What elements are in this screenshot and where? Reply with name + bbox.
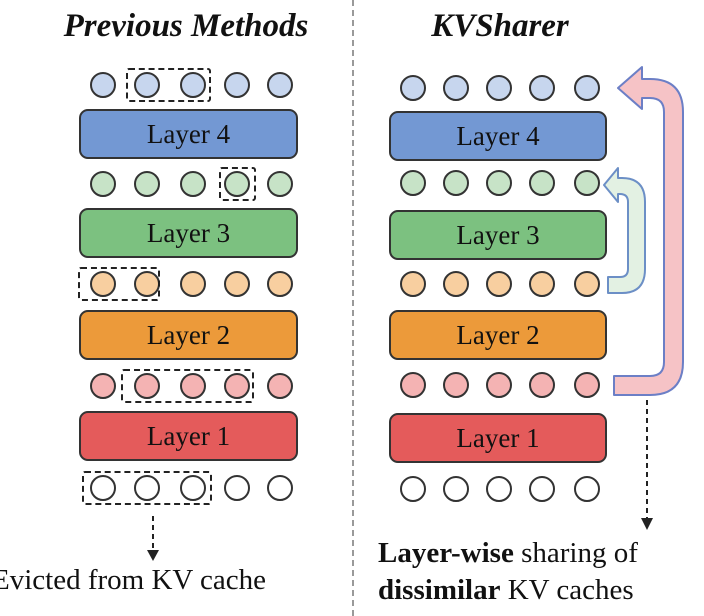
left-layer-3: Layer 3: [79, 208, 298, 258]
right-caption-rest-2: KV caches: [500, 574, 634, 606]
left-layer-2: Layer 2: [79, 310, 298, 360]
left-kv-3-2: [134, 171, 160, 197]
left-kv-1-5: [267, 373, 293, 399]
right-kv-2-2: [443, 271, 469, 297]
left-kv-4-2: [134, 72, 160, 98]
right-kv-2-3: [486, 271, 512, 297]
right-kv-0-3: [486, 476, 512, 502]
left-layer-4: Layer 4: [79, 109, 298, 159]
evicted-box-layer-3: [219, 167, 256, 201]
right-kv-2-5: [574, 271, 600, 297]
right-layer-1: Layer 1: [389, 413, 607, 463]
left-kv-3-3: [180, 171, 206, 197]
left-caption: Evicted from KV cache: [0, 564, 267, 596]
left-kv-3-5: [267, 171, 293, 197]
left-kv-2-4: [224, 271, 250, 297]
right-kv-0-5: [574, 476, 600, 502]
share-arrow-inner: [603, 167, 646, 294]
right-caption-bold-1: Layer-wise: [378, 537, 514, 569]
left-kv-0-4: [224, 475, 250, 501]
left-kv-2-3: [180, 271, 206, 297]
left-kv-0-3: [180, 475, 206, 501]
left-kv-2-5: [267, 271, 293, 297]
right-kv-3-3: [486, 170, 512, 196]
right-kv-3-2: [443, 170, 469, 196]
right-kv-4-3: [486, 75, 512, 101]
right-kv-2-4: [529, 271, 555, 297]
right-kv-1-1: [400, 372, 426, 398]
share-arrow-outer: [613, 66, 684, 396]
kvsharer-title: KVSharer: [431, 8, 569, 44]
right-kv-2-1: [400, 271, 426, 297]
right-layer-4: Layer 4: [389, 111, 607, 161]
left-kv-4-1: [90, 72, 116, 98]
right-kv-4-5: [574, 75, 600, 101]
evicted-box-layer-1: [121, 369, 254, 403]
left-kv-1-2: [134, 373, 160, 399]
left-kv-0-1: [90, 475, 116, 501]
right-kv-3-4: [529, 170, 555, 196]
right-kv-0-4: [529, 476, 555, 502]
left-kv-1-1: [90, 373, 116, 399]
left-layer-1: Layer 1: [79, 411, 298, 461]
left-kv-4-3: [180, 72, 206, 98]
left-kv-1-3: [180, 373, 206, 399]
left-kv-3-4: [224, 171, 250, 197]
right-kv-4-2: [443, 75, 469, 101]
right-kv-4-4: [529, 75, 555, 101]
right-kv-3-1: [400, 170, 426, 196]
left-kv-0-5: [267, 475, 293, 501]
left-kv-3-1: [90, 171, 116, 197]
right-kv-1-3: [486, 372, 512, 398]
right-layer-2: Layer 2: [389, 310, 607, 360]
evicted-box-input: [82, 471, 212, 505]
right-kv-0-1: [400, 476, 426, 502]
right-kv-1-4: [529, 372, 555, 398]
evicted-box-layer-4: [126, 68, 211, 102]
right-kv-1-5: [574, 372, 600, 398]
previous-methods-title: Previous Methods: [63, 8, 309, 44]
right-caption-bold-2: dissimilar: [378, 574, 501, 606]
right-caption-rest-1: sharing of: [513, 537, 638, 569]
right-kv-0-2: [443, 476, 469, 502]
right-caption-line-1: Layer-wise sharing of: [378, 536, 638, 570]
left-kv-2-1: [90, 271, 116, 297]
left-kv-0-2: [134, 475, 160, 501]
share-pointer-head: [641, 518, 653, 530]
right-kv-1-2: [443, 372, 469, 398]
left-kv-4-4: [224, 72, 250, 98]
right-layer-3: Layer 3: [389, 210, 607, 260]
evict-pointer-head: [147, 550, 159, 561]
right-kv-3-5: [574, 170, 600, 196]
panel-divider: [352, 0, 354, 616]
left-kv-1-4: [224, 373, 250, 399]
left-kv-4-5: [267, 72, 293, 98]
right-kv-4-1: [400, 75, 426, 101]
evicted-box-layer-2: [78, 267, 160, 301]
right-caption-line-2: dissimilar KV caches: [378, 573, 634, 607]
